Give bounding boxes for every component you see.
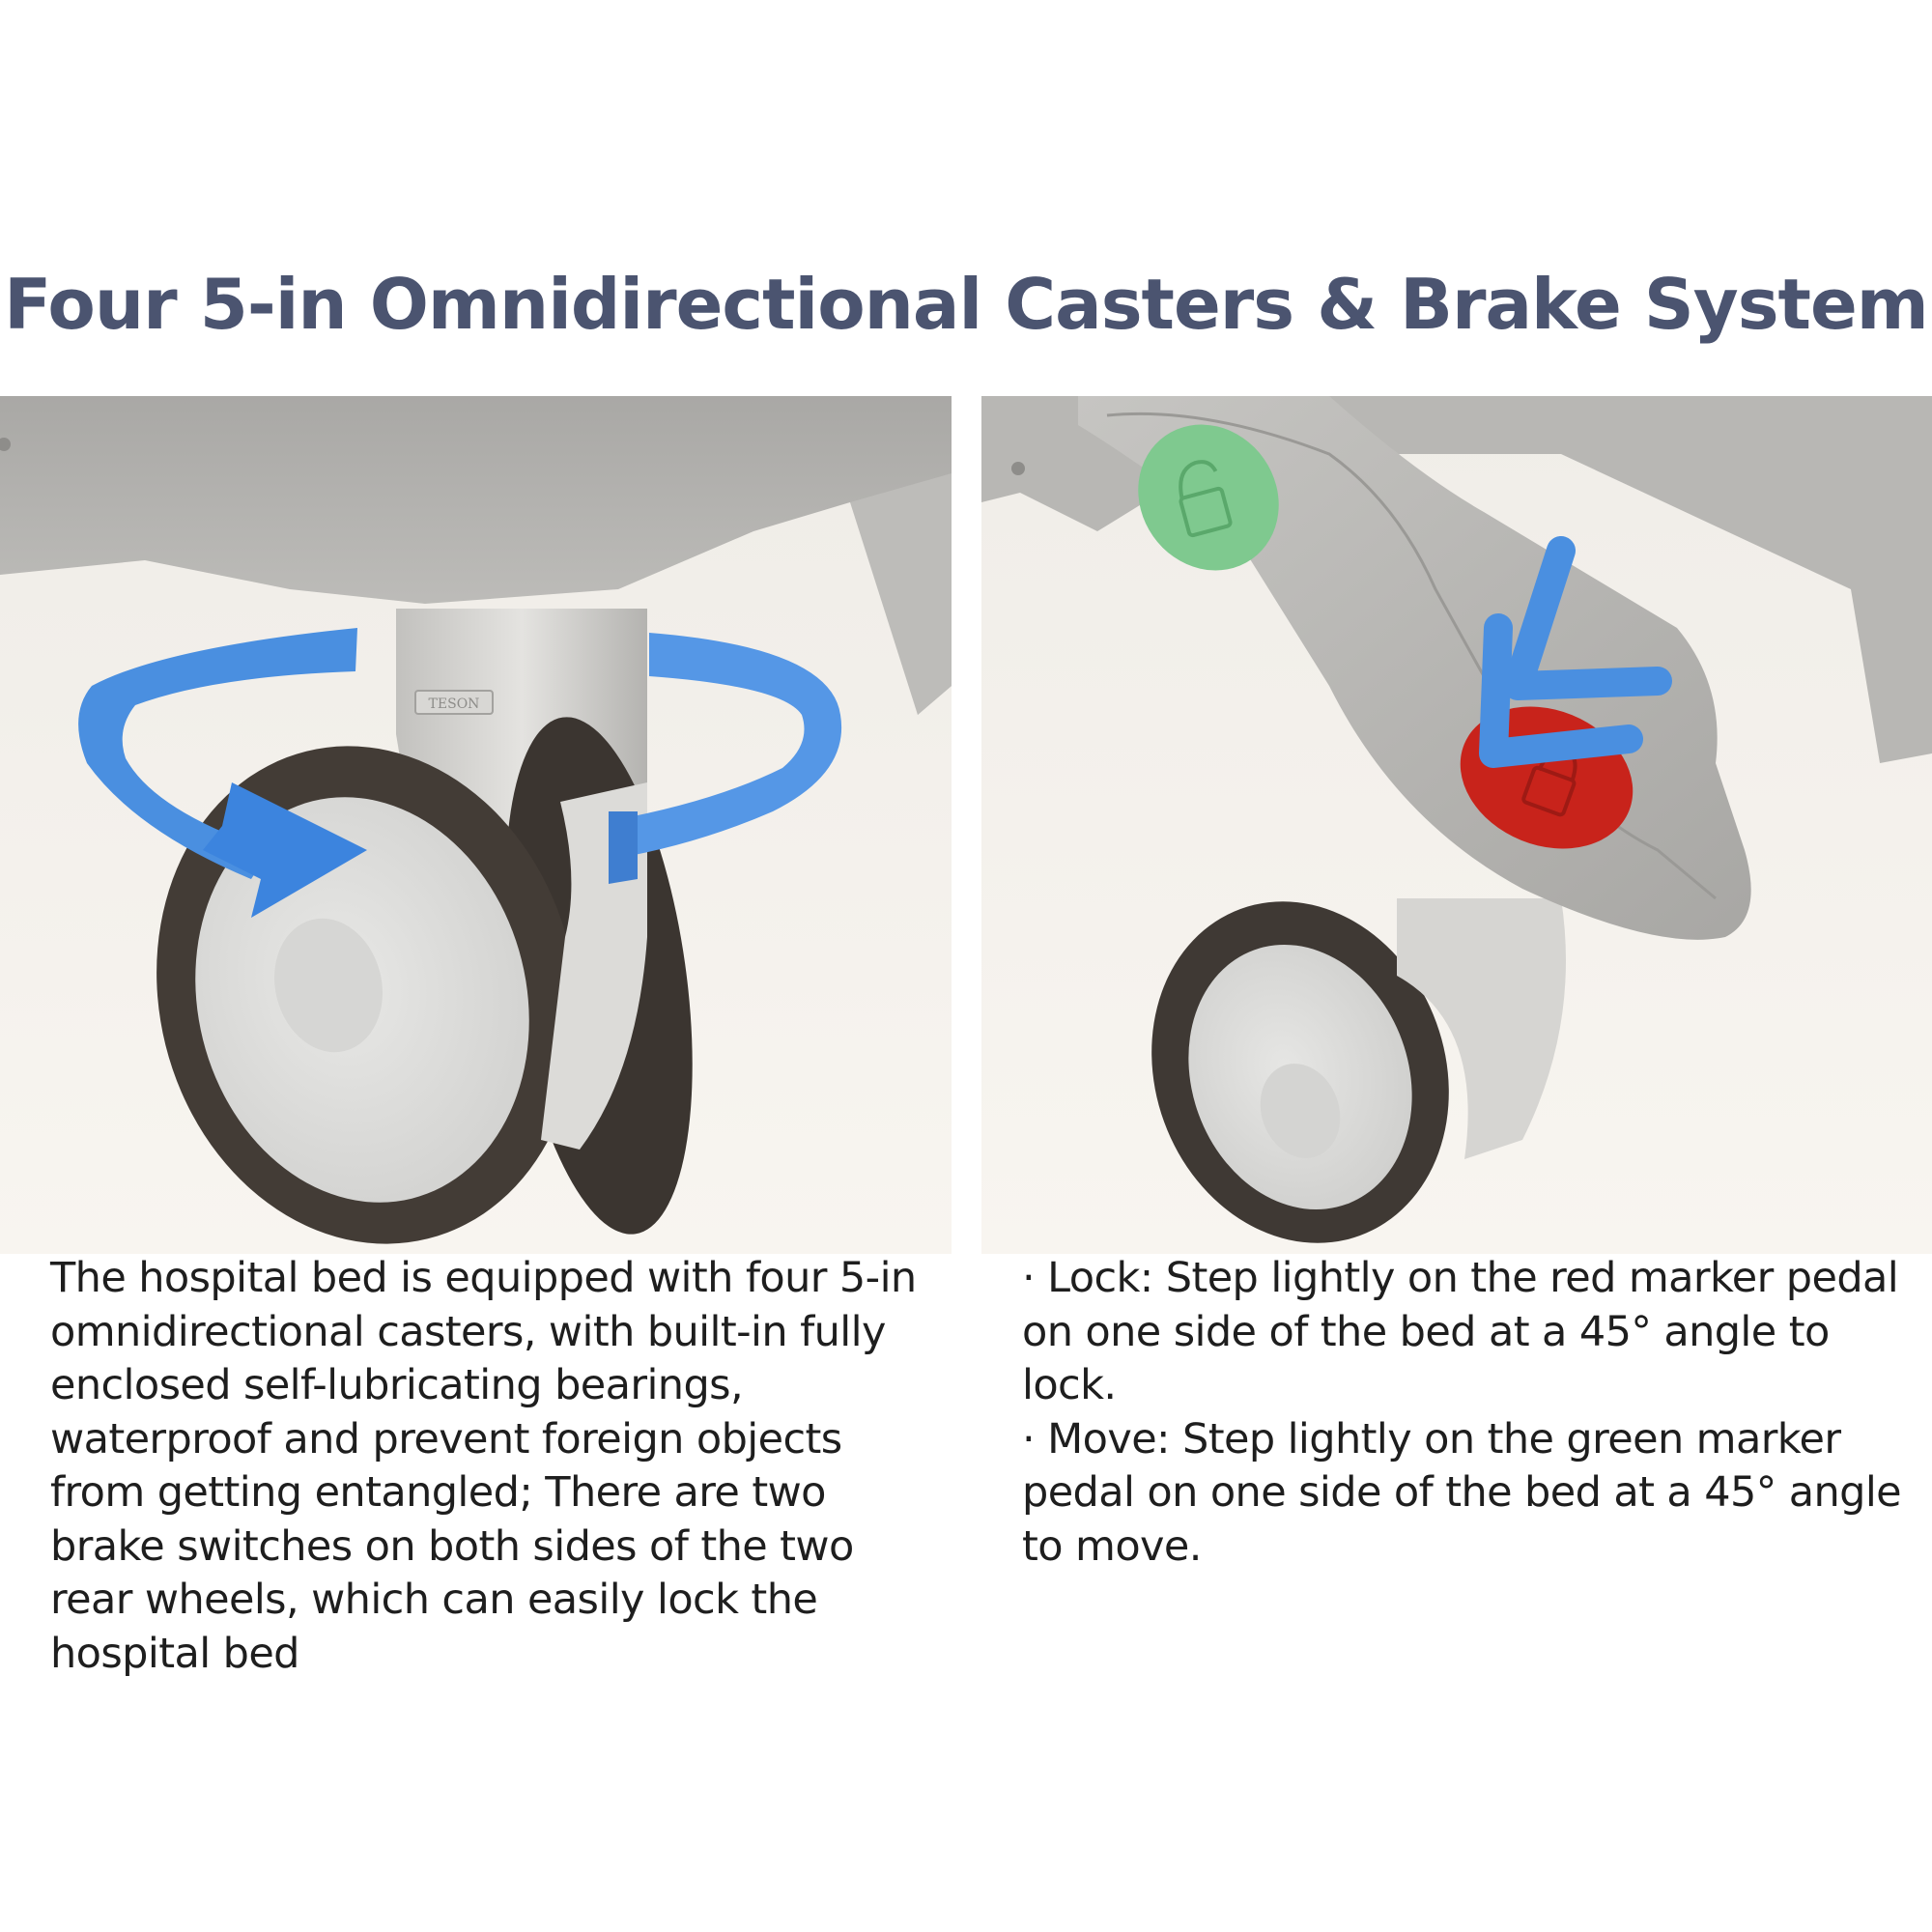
brake-instruction-line: · Move: Step lightly on the green marker <box>1022 1414 1841 1463</box>
page-title: Four 5-in Omnidirectional Casters & Brak… <box>4 264 1929 345</box>
wheel-stamp: TESON <box>429 696 480 712</box>
brake-pedal-photo <box>981 396 1932 1254</box>
caster-description-line: from getting entangled; There are two <box>50 1468 826 1517</box>
brake-instruction-line: pedal on one side of the bed at a 45° an… <box>1022 1468 1902 1517</box>
caster-description-line: brake switches on both sides of the two <box>50 1521 854 1571</box>
brake-instruction-line: on one side of the bed at a 45° angle to <box>1022 1307 1830 1356</box>
press-down-chevron-icon <box>1479 536 1672 768</box>
caster-description-line: rear wheels, which can easily lock the <box>50 1576 818 1624</box>
brake-instruction-line: to move. <box>1022 1521 1202 1571</box>
brake-instruction-line: lock. <box>1022 1361 1117 1409</box>
caster-description: The hospital bed is equipped with four 5… <box>50 1252 949 1681</box>
caster-description-line: omnidirectional casters, with built-in f… <box>50 1307 886 1356</box>
caster-photo: TESON <box>0 396 952 1254</box>
unlock-pedal[interactable] <box>1110 397 1307 598</box>
caster-description-line: The hospital bed is equipped with four 5… <box>50 1254 917 1302</box>
brake-instruction-line: · Lock: Step lightly on the red marker p… <box>1022 1254 1899 1302</box>
caster-description-line: hospital bed <box>50 1629 299 1678</box>
brake-instructions: · Lock: Step lightly on the red marker p… <box>1022 1252 1920 1574</box>
caster-description-line: enclosed self-lubricating bearings, <box>50 1361 744 1409</box>
unlock-padlock-icon <box>1179 460 1233 538</box>
caster-description-line: waterproof and prevent foreign objects <box>50 1414 842 1463</box>
rotation-arrow-icon <box>78 628 842 918</box>
